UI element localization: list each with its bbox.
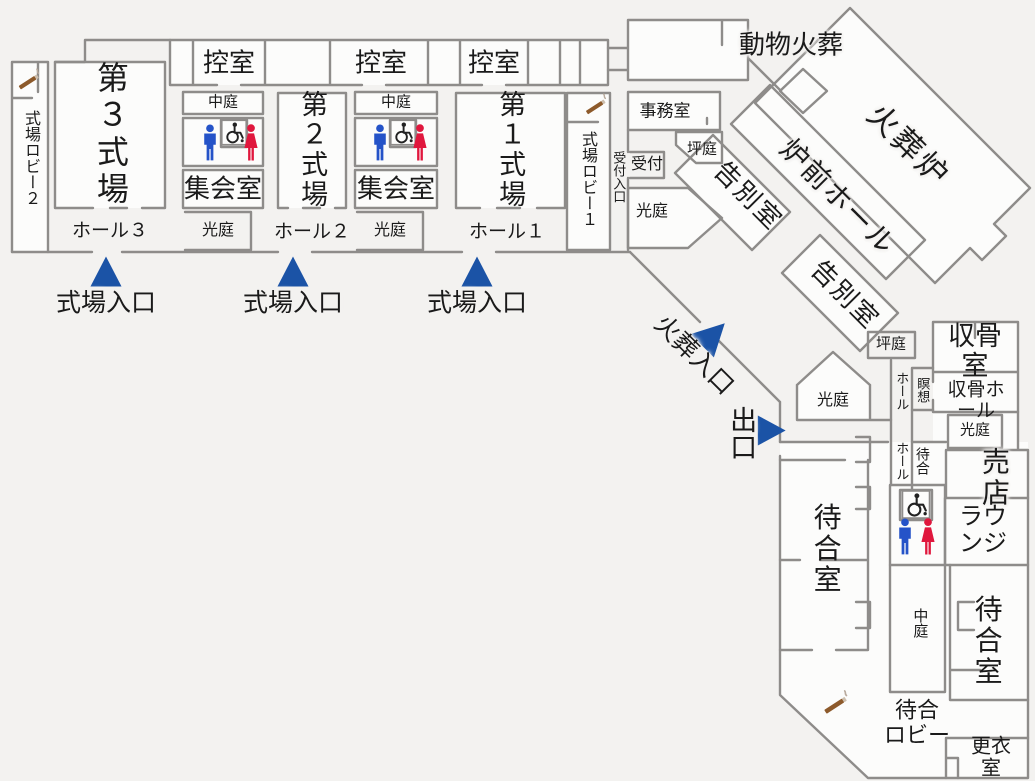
area-label-tsubo-garden-1: 坪庭 (686, 140, 718, 158)
female-pictogram-icon (919, 518, 937, 556)
room-label-waiting-room-right: 待合室 (971, 594, 1003, 688)
area-label-light-court-5: 光庭 (959, 421, 991, 439)
room-label-ossuary-hall: 収骨ホール (947, 379, 1005, 422)
label-ceremony-entrance-1: 式場入口 (55, 289, 157, 317)
female-pictogram-icon (411, 124, 429, 162)
area-label-light-court-1: 光庭 (201, 222, 235, 240)
room-label-meditation: 瞑想 (915, 377, 931, 403)
room-label-changing-room: 更衣室 (971, 735, 1011, 780)
area-label-light-court-2: 光庭 (373, 222, 407, 240)
label-ceremony-entrance-2: 式場入口 (242, 289, 344, 317)
room-label-anteroom-2: 控室 (354, 47, 408, 78)
room-label-meeting-room-1: 集会室 (183, 173, 263, 204)
room-label-ceremony-lobby-2: 式場ロビー２ (21, 110, 39, 206)
label-exit: 出口 (726, 406, 757, 460)
room-label-animal-cremation: 動物火葬 (738, 29, 844, 60)
area-label-courtyard-3: 中庭 (911, 608, 929, 638)
ceremony-entrance-arrow-icon-3 (460, 255, 494, 288)
label-ceremony-entrance-3: 式場入口 (426, 289, 528, 317)
ceremony-entrance-arrow-icon-2 (276, 255, 310, 288)
label-reception: 受付 (630, 156, 664, 174)
area-label-hall-1: ホール１ (468, 221, 546, 243)
cigarette-icon (14, 64, 46, 94)
area-label-courtyard-1: 中庭 (207, 93, 239, 111)
room-label-ceremony-hall-3: 第３式場 (92, 61, 129, 209)
corridor-label-hall-upper: ホール (894, 371, 910, 411)
female-pictogram-icon (242, 124, 260, 162)
area-label-courtyard-2: 中庭 (380, 93, 412, 111)
male-pictogram-icon (202, 124, 218, 162)
cigarette-icon (581, 90, 613, 118)
room-label-lounge: ラウンジ (959, 503, 1007, 557)
area-label-hall-2: ホール２ (273, 221, 351, 243)
male-pictogram-icon (897, 518, 913, 556)
room-label-ossuary-room: 収骨室 (948, 320, 1002, 381)
room-label-ceremony-lobby-1: 式場ロビー１ (578, 131, 596, 227)
area-label-hall-3: ホール３ (71, 220, 149, 242)
exit-arrow-icon (756, 413, 787, 448)
area-label-waiting-lobby: 待合 ロビー (883, 697, 951, 747)
ceremony-entrance-arrow-icon-1 (89, 255, 123, 288)
room-label-ceremony-hall-2: 第２式場 (297, 90, 328, 210)
label-reception-entrance: 受付入口 (611, 151, 627, 203)
room-label-office: 事務室 (639, 101, 691, 121)
room-label-anteroom-3: 控室 (467, 47, 521, 78)
room-label-shop: 売店 (981, 446, 1010, 509)
room-label-anteroom-1: 控室 (202, 47, 256, 78)
room-label-waiting-room-left: 待合室 (810, 502, 842, 596)
male-pictogram-icon (372, 124, 388, 162)
area-label-light-court-4: 光庭 (816, 392, 850, 410)
area-label-light-court-3: 光庭 (635, 203, 669, 221)
wheelchair-icon (901, 490, 931, 519)
cigarette-icon (819, 686, 855, 718)
room-label-meeting-room-2: 集会室 (356, 173, 436, 204)
corridor-label-waiting: 待合 (914, 447, 931, 475)
area-label-tsubo-garden-2: 坪庭 (875, 335, 907, 353)
room-label-ceremony-hall-1: 第１式場 (495, 90, 526, 210)
corridor-label-hall-lower: ホール (894, 441, 910, 481)
